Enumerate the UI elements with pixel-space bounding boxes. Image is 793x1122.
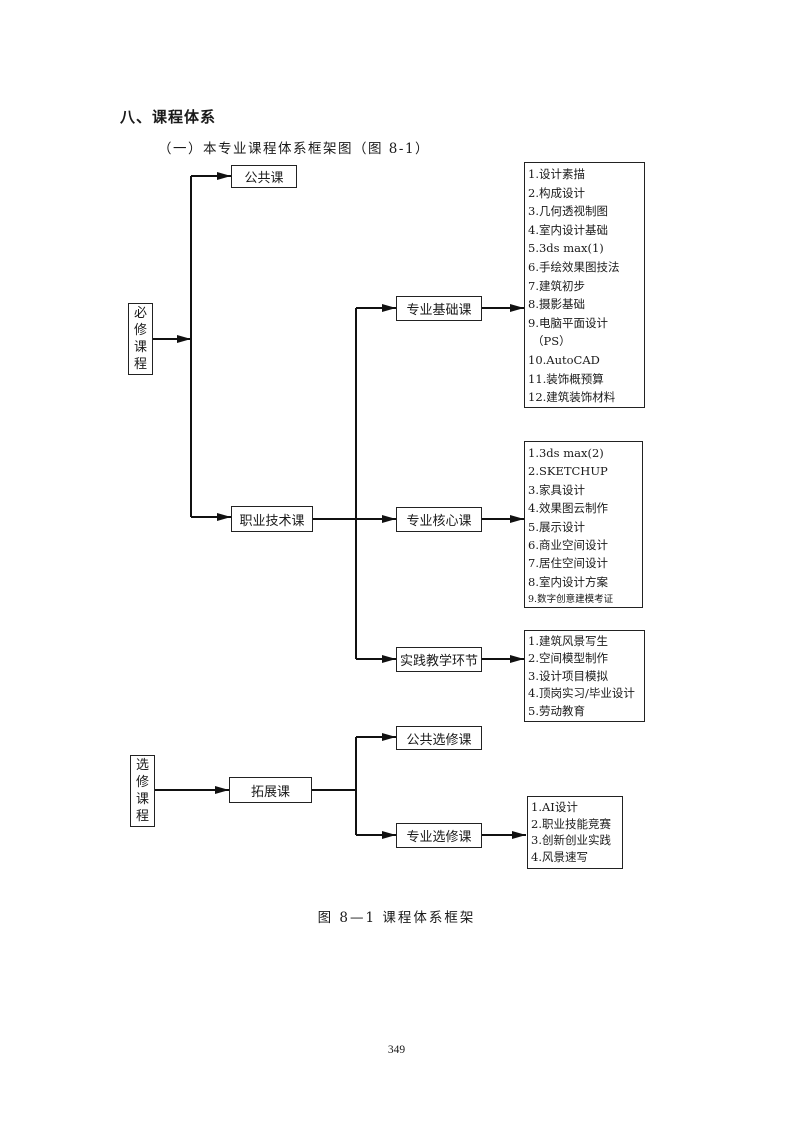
major-elective-box: 专业选修课 <box>396 823 482 848</box>
major-elective-label: 专业选修课 <box>406 830 472 845</box>
figure-caption: 图 8—1 课程体系框架 <box>317 910 476 926</box>
list-item: 2.SKETCHUP <box>528 464 608 479</box>
list-item: 3.创新创业实践 <box>531 833 611 848</box>
list-item: 12.建筑装饰材料 <box>528 390 616 405</box>
list-item: 5.展示设计 <box>528 519 585 534</box>
foundation-items-list: 1.设计素描 2.构成设计 3.几何透视制图 4.室内设计基础 5.3ds ma… <box>524 162 645 408</box>
public-course-box: 公共课 <box>231 165 297 188</box>
list-item: 3.家具设计 <box>528 482 585 497</box>
list-item: 9.数字创意建模考证 <box>528 594 614 606</box>
list-item: 9.电脑平面设计 <box>528 315 608 330</box>
required-courses-box: 必 修 课 程 <box>128 303 153 375</box>
required-char: 课 <box>133 340 147 355</box>
list-item: （PS） <box>532 334 571 349</box>
section-heading: 八、课程体系 <box>120 108 217 126</box>
foundation-course-label: 专业基础课 <box>406 303 472 318</box>
list-item: 2.职业技能竞赛 <box>531 816 611 831</box>
subsection-heading: （一）本专业课程体系框架图（图 8-1） <box>158 141 431 157</box>
list-item: 5.3ds max(1) <box>528 241 604 256</box>
required-char: 修 <box>133 323 147 338</box>
required-char: 必 <box>133 306 147 321</box>
list-item: 8.室内设计方案 <box>528 574 608 589</box>
vocational-course-label: 职业技术课 <box>239 513 305 529</box>
extension-course-label: 拓展课 <box>250 784 290 800</box>
elective-courses-box: 选 修 课 程 <box>130 755 155 827</box>
page-number: 349 <box>387 1044 406 1056</box>
list-item: 1.设计素描 <box>528 167 585 181</box>
list-item: 3.设计项目模拟 <box>528 668 608 683</box>
vocational-course-box: 职业技术课 <box>231 506 313 532</box>
list-item: 3.几何透视制图 <box>528 204 608 219</box>
list-item: 8.摄影基础 <box>528 297 585 312</box>
practice-items-list: 1.建筑风景写生 2.空间模型制作 3.设计项目模拟 4.顶岗实习/毕业设计 5… <box>524 630 645 722</box>
list-item: 2.构成设计 <box>528 185 585 200</box>
list-item: 4.效果图云制作 <box>528 501 608 516</box>
required-char: 程 <box>133 357 147 372</box>
list-item: 7.居住空间设计 <box>528 556 608 571</box>
public-course-label: 公共课 <box>244 171 284 186</box>
elective-char: 修 <box>135 775 149 790</box>
elective-char: 选 <box>135 758 149 773</box>
public-elective-label: 公共选修课 <box>406 732 472 748</box>
practice-course-box: 实践教学环节 <box>396 647 482 672</box>
extension-course-box: 拓展课 <box>229 777 312 803</box>
core-course-label: 专业核心课 <box>406 514 472 529</box>
list-item: 6.商业空间设计 <box>528 538 608 553</box>
list-item: 4.风景速写 <box>531 849 588 864</box>
core-course-box: 专业核心课 <box>396 507 482 532</box>
list-item: 1.3ds max(2) <box>528 446 604 460</box>
core-items-list: 1.3ds max(2) 2.SKETCHUP 3.家具设计 4.效果图云制作 … <box>524 441 643 608</box>
public-elective-box: 公共选修课 <box>396 726 482 750</box>
list-item: 6.手绘效果图技法 <box>528 259 620 274</box>
elective-char: 程 <box>135 809 149 824</box>
list-item: 1.建筑风景写生 <box>528 634 608 648</box>
list-item: 5.劳动教育 <box>528 703 585 718</box>
list-item: 11.装饰概预算 <box>528 371 604 386</box>
foundation-course-box: 专业基础课 <box>396 296 482 321</box>
list-item: 10.AutoCAD <box>528 352 600 367</box>
practice-course-label: 实践教学环节 <box>399 654 478 669</box>
list-item: 2.空间模型制作 <box>528 651 608 666</box>
list-item: 1.AI设计 <box>531 800 578 814</box>
list-item: 4.室内设计基础 <box>528 222 608 237</box>
list-item: 4.顶岗实习/毕业设计 <box>528 686 635 701</box>
major-elective-items-list: 1.AI设计 2.职业技能竞赛 3.创新创业实践 4.风景速写 <box>527 796 623 869</box>
elective-char: 课 <box>135 792 149 807</box>
list-item: 7.建筑初步 <box>528 278 585 293</box>
